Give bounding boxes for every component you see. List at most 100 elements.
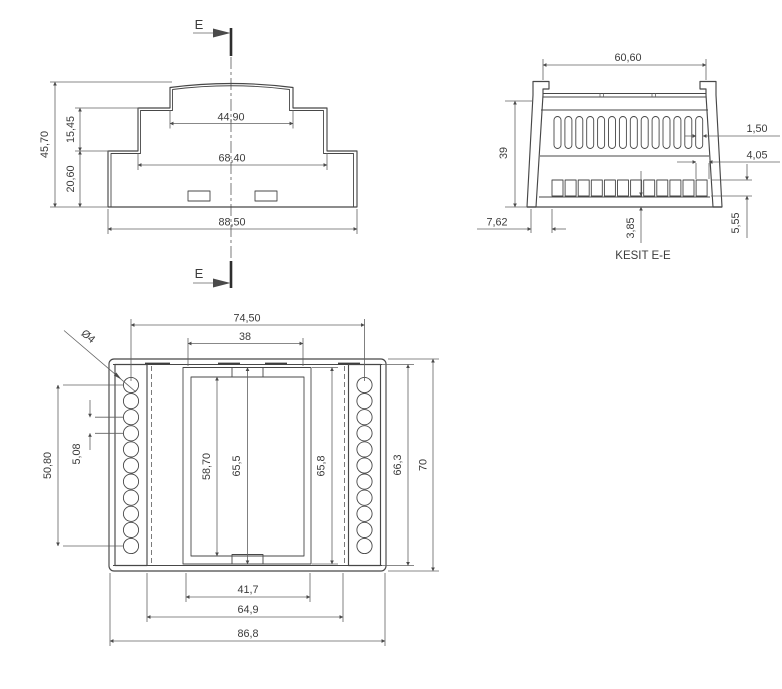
plan-view: Ø4 — [42, 313, 439, 646]
vent-slot — [586, 116, 595, 149]
section-label-top: E — [195, 17, 204, 32]
front-extension-lines — [50, 81, 358, 234]
terminal-opening — [617, 179, 629, 197]
terminal-opening — [682, 179, 695, 197]
terminal-hole — [356, 521, 373, 538]
terminal-hole — [122, 473, 140, 490]
vent-slot — [608, 116, 616, 149]
terminal-hole — [356, 457, 373, 474]
terminal-hole-column-right — [356, 376, 373, 555]
dim-front-base-height: 20,60 — [65, 165, 77, 192]
dim-front-base-width: 88,50 — [218, 217, 245, 229]
hole-diameter-leader — [63, 330, 137, 393]
terminal-hole — [356, 537, 373, 555]
front-slot-right — [254, 190, 278, 202]
front-outline-inner — [110, 85, 354, 207]
terminal-opening — [656, 179, 669, 197]
terminal-hole — [356, 425, 373, 442]
dim-section-hole-bottom-gap: 3,85 — [625, 217, 637, 238]
dim-plan-total-height: 70 — [418, 459, 430, 471]
dim-section-edge-offset: 7,62 — [486, 217, 507, 229]
terminal-hole-column-left — [122, 376, 140, 555]
dim-plan-hole-span-width: 74,50 — [233, 313, 260, 325]
terminal-hole — [356, 441, 373, 458]
section-wall-right — [699, 80, 723, 208]
dim-plan-inner-width: 41,7 — [237, 584, 258, 596]
dim-plan-frame-height: 65,8 — [316, 455, 328, 476]
terminal-hole — [122, 505, 140, 522]
terminal-opening — [669, 179, 682, 197]
terminal-opening — [590, 179, 603, 197]
vent-slot — [684, 116, 693, 149]
section-wall-left — [526, 80, 550, 208]
terminal-hole — [122, 537, 140, 555]
dim-section-height: 39 — [498, 147, 510, 159]
terminal-hole — [122, 409, 140, 426]
terminal-hole — [122, 457, 140, 474]
dim-front-mid-height: 15,45 — [65, 116, 77, 143]
dim-plan-opening-width: 64,9 — [237, 604, 258, 616]
terminal-opening — [551, 179, 564, 197]
terminal-hole — [122, 425, 140, 442]
section-dimension-lines — [477, 63, 780, 243]
terminal-hole — [122, 393, 140, 410]
dim-plan-hole-span-height: 50,80 — [42, 452, 54, 479]
front-elevation-view: E E — [39, 17, 358, 288]
vent-slot — [651, 116, 660, 149]
terminal-opening — [630, 179, 643, 197]
dim-plan-hole-pitch: 5,08 — [71, 443, 83, 464]
dim-plan-block-height: 66,3 — [392, 454, 404, 475]
section-arrow-icon-top — [213, 28, 231, 38]
plan-outer-body — [108, 358, 387, 572]
front-dimension-lines — [53, 81, 358, 231]
dim-plan-inner-height: 58,70 — [201, 453, 213, 480]
terminal-hole — [122, 489, 140, 506]
section-label-bottom: E — [195, 266, 204, 281]
vent-slot — [564, 116, 573, 149]
terminal-opening — [695, 179, 708, 197]
vent-slot — [553, 116, 562, 149]
terminal-hole — [122, 521, 140, 538]
vent-slot — [695, 116, 704, 149]
terminal-hole — [356, 489, 373, 506]
terminal-hole — [356, 409, 373, 426]
front-slot-left — [187, 190, 211, 202]
dim-plan-total-width: 86,8 — [237, 628, 258, 640]
dim-section-top-width: 60,60 — [614, 52, 641, 64]
dim-section-slot-width: 1,50 — [746, 123, 767, 135]
section-view: 60,60 39 1,50 4,05 5,55 3,85 7,62 KESIT … — [477, 52, 780, 262]
dim-plan-hole-diameter: Ø4 — [79, 327, 98, 345]
terminal-opening — [564, 179, 577, 197]
terminal-hole — [356, 505, 373, 522]
terminal-opening — [577, 179, 590, 197]
dim-plan-window-height: 65,5 — [231, 455, 243, 476]
vent-slot-row — [553, 116, 704, 149]
vent-slot — [597, 116, 606, 149]
terminal-hole — [122, 441, 140, 458]
plan-dimension-lines — [56, 323, 435, 643]
dim-section-hole-height: 5,55 — [730, 212, 742, 233]
vent-slot — [575, 116, 584, 149]
vent-slot — [640, 116, 649, 149]
dim-plan-notch-width: 38 — [239, 331, 251, 343]
section-top-panel — [543, 93, 706, 98]
terminal-opening — [643, 179, 656, 197]
dim-front-mid-width: 68,40 — [218, 153, 245, 165]
vent-slot — [629, 116, 638, 149]
vent-slot — [662, 116, 671, 149]
front-outline — [107, 82, 358, 208]
terminal-hole — [356, 393, 373, 410]
dim-front-top-width: 44,90 — [217, 112, 244, 124]
section-title: KESIT E-E — [615, 250, 671, 262]
dim-front-total-height: 45,70 — [39, 131, 51, 158]
section-arrow-icon-bottom — [213, 278, 231, 288]
leader-arrow-icon — [113, 372, 122, 380]
terminal-opening — [603, 179, 616, 197]
terminal-opening-row — [551, 179, 708, 197]
vent-slot — [618, 116, 627, 149]
plan-terminal-block-left — [114, 363, 148, 567]
dim-section-hole-width: 4,05 — [746, 150, 767, 162]
terminal-hole — [356, 473, 373, 490]
